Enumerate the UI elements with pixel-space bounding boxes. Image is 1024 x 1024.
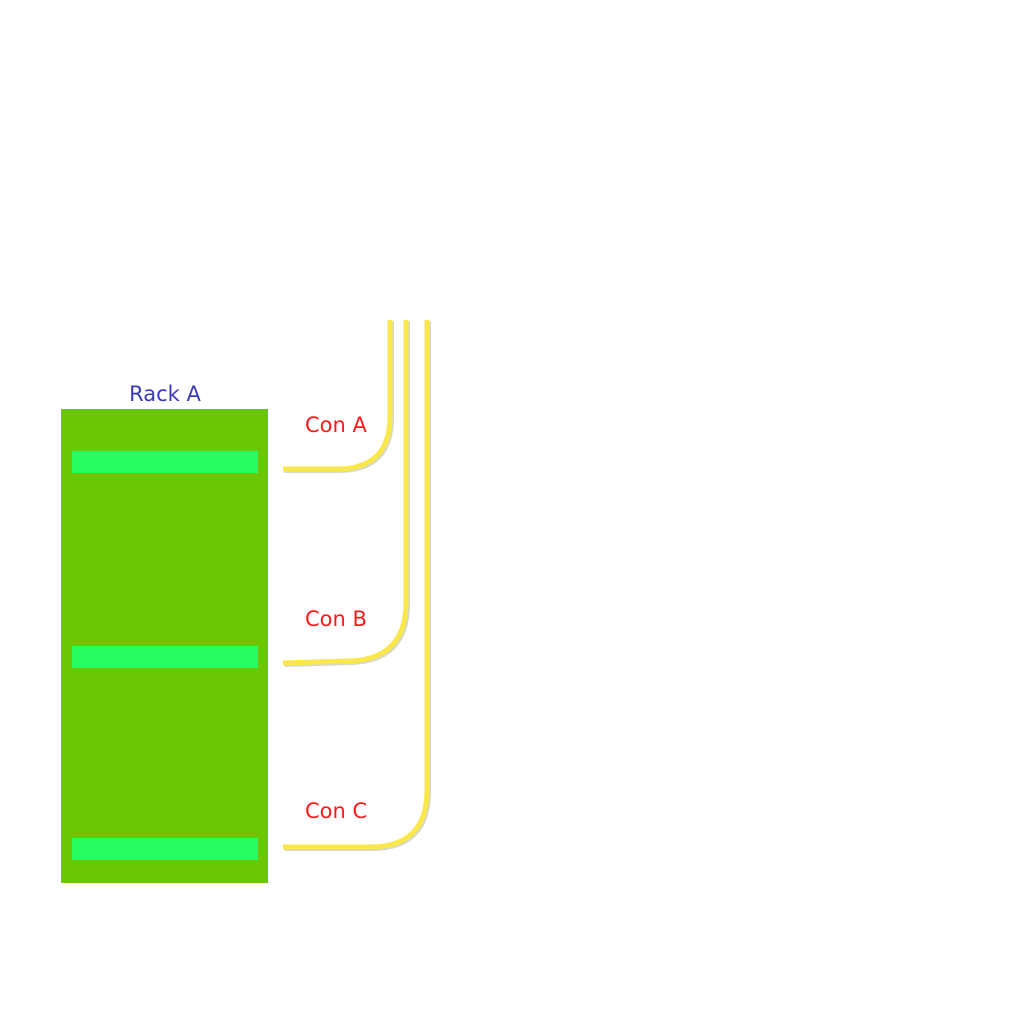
cable-a-shadow	[284, 321, 394, 473]
rack-slot-1	[72, 451, 258, 473]
connection-label-c: Con C	[305, 799, 367, 823]
rack-label: Rack A	[129, 382, 201, 406]
cable-c	[283, 320, 430, 850]
rack-slot-2	[72, 646, 258, 668]
connection-label-a: Con A	[305, 413, 367, 437]
connection-labels: Con A Con B Con C	[305, 413, 367, 823]
rack-slot-3	[72, 838, 258, 860]
connection-label-b: Con B	[305, 607, 367, 631]
cable-b	[282, 320, 409, 666]
cable-a	[283, 320, 393, 472]
rack-a: Rack A	[61, 382, 268, 883]
cables	[282, 320, 431, 851]
